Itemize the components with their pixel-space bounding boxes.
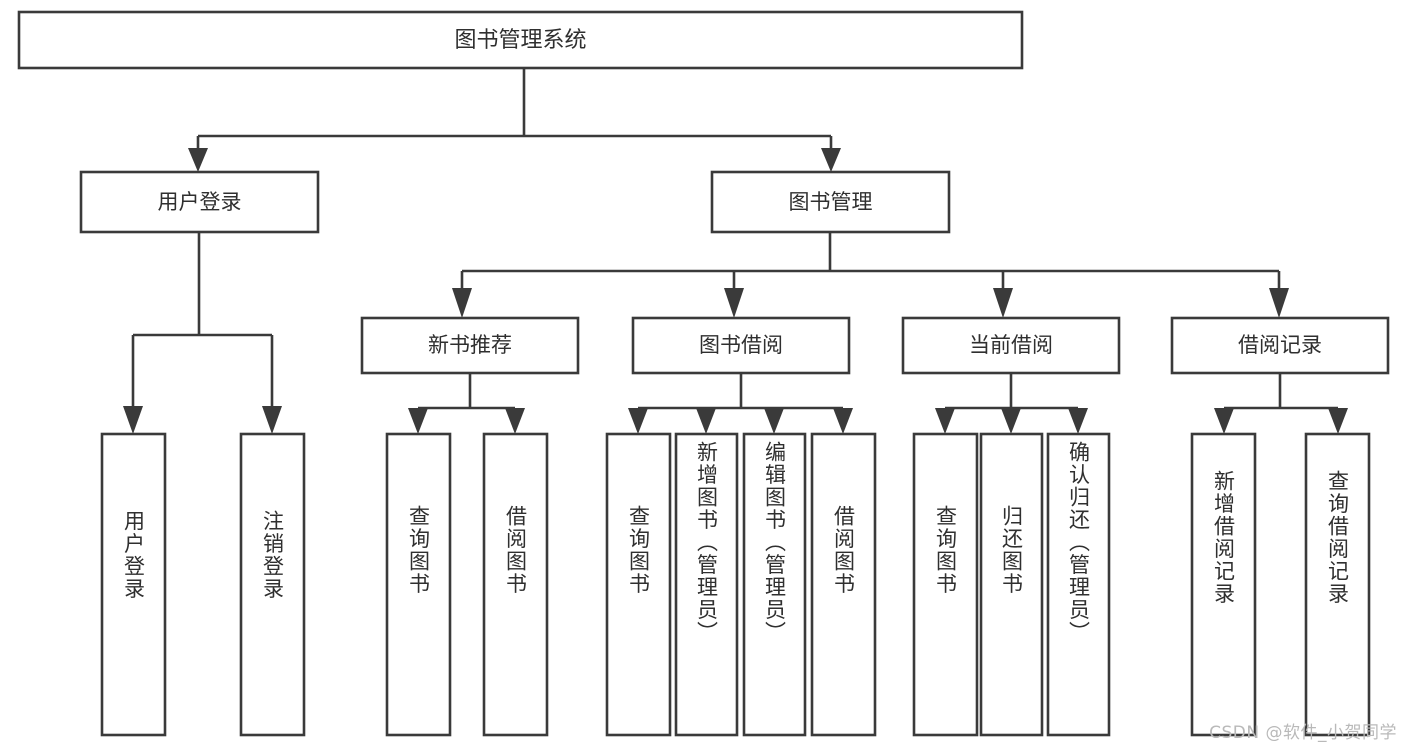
- arrowhead-book-borrow-leaf3: [764, 408, 784, 434]
- user-login-label: 用户登录: [158, 190, 242, 214]
- leaf-box-query-book-3[interactable]: [912, 432, 979, 737]
- node-borrow-record[interactable]: 借阅记录: [1170, 316, 1390, 375]
- leaf-box-edit-book[interactable]: [742, 432, 807, 737]
- arrowhead-bm-to-book-borrow: [724, 288, 744, 318]
- leaf-box-add-book[interactable]: [674, 432, 739, 737]
- leaf-box-query-record[interactable]: [1304, 432, 1371, 737]
- leaf-box-query-book-2[interactable]: [605, 432, 672, 737]
- root-label: 图书管理系统: [454, 28, 586, 53]
- borrow-record-box[interactable]: [1170, 316, 1390, 375]
- arrowhead-bm-to-borrow-record: [1269, 288, 1289, 318]
- arrowhead-current-borrow-leaf3: [1068, 408, 1088, 434]
- arrowhead-book-borrow-leaf4: [833, 408, 853, 434]
- arrowhead-new-book-leaf2: [505, 408, 525, 434]
- current-borrow-label: 当前借阅: [969, 333, 1053, 357]
- arrowhead-bm-to-new-book: [452, 288, 472, 318]
- arrowhead-book-borrow-leaf1: [628, 408, 648, 434]
- book-management-label: 图书管理: [789, 190, 873, 214]
- arrowhead-new-book-leaf1: [408, 408, 428, 434]
- arrowhead-current-borrow-leaf2: [1001, 408, 1021, 434]
- arrowhead-root-to-book-management: [821, 148, 841, 172]
- leaf-box-borrow-book-2[interactable]: [810, 432, 877, 737]
- arrowhead-user-login-leaf2: [262, 406, 282, 434]
- leaf-box-user-login[interactable]: [100, 432, 167, 737]
- arrowhead-current-borrow-leaf1: [935, 408, 955, 434]
- leaf-box-borrow-book-1[interactable]: [482, 432, 549, 737]
- leaf-box-logout-login[interactable]: [239, 432, 306, 737]
- book-borrow-label: 图书借阅: [699, 333, 783, 357]
- current-borrow-box[interactable]: [901, 316, 1121, 375]
- arrowhead-root-to-user-login: [188, 148, 208, 172]
- book-management-box[interactable]: [710, 170, 951, 234]
- leaf-box-return-book[interactable]: [979, 432, 1044, 737]
- node-current-borrow[interactable]: 当前借阅: [901, 316, 1121, 375]
- node-new-book-recommend[interactable]: 新书推荐: [360, 316, 580, 375]
- arrowhead-borrow-record-leaf1: [1214, 408, 1234, 434]
- leaf-box-confirm-return[interactable]: [1046, 432, 1111, 737]
- arrowhead-borrow-record-leaf2: [1328, 408, 1348, 434]
- arrowhead-book-borrow-leaf2: [696, 408, 716, 434]
- arrowhead-user-login-leaf1: [123, 406, 143, 434]
- node-user-login[interactable]: 用户登录: [79, 170, 320, 234]
- new-book-recommend-label: 新书推荐: [428, 333, 512, 357]
- node-book-management[interactable]: 图书管理: [710, 170, 951, 234]
- new-book-recommend-box[interactable]: [360, 316, 580, 375]
- csdn-watermark: CSDN @软件_小贺同学: [1209, 723, 1397, 743]
- leaf-box-add-record[interactable]: [1190, 432, 1257, 737]
- root-box[interactable]: [17, 10, 1024, 70]
- book-borrow-box[interactable]: [631, 316, 851, 375]
- borrow-record-label: 借阅记录: [1238, 333, 1322, 357]
- node-book-borrow[interactable]: 图书借阅: [631, 316, 851, 375]
- node-root[interactable]: 图书管理系统: [17, 10, 1024, 70]
- leaf-box-query-book-1[interactable]: [385, 432, 452, 737]
- arrowhead-bm-to-current-borrow: [993, 288, 1013, 318]
